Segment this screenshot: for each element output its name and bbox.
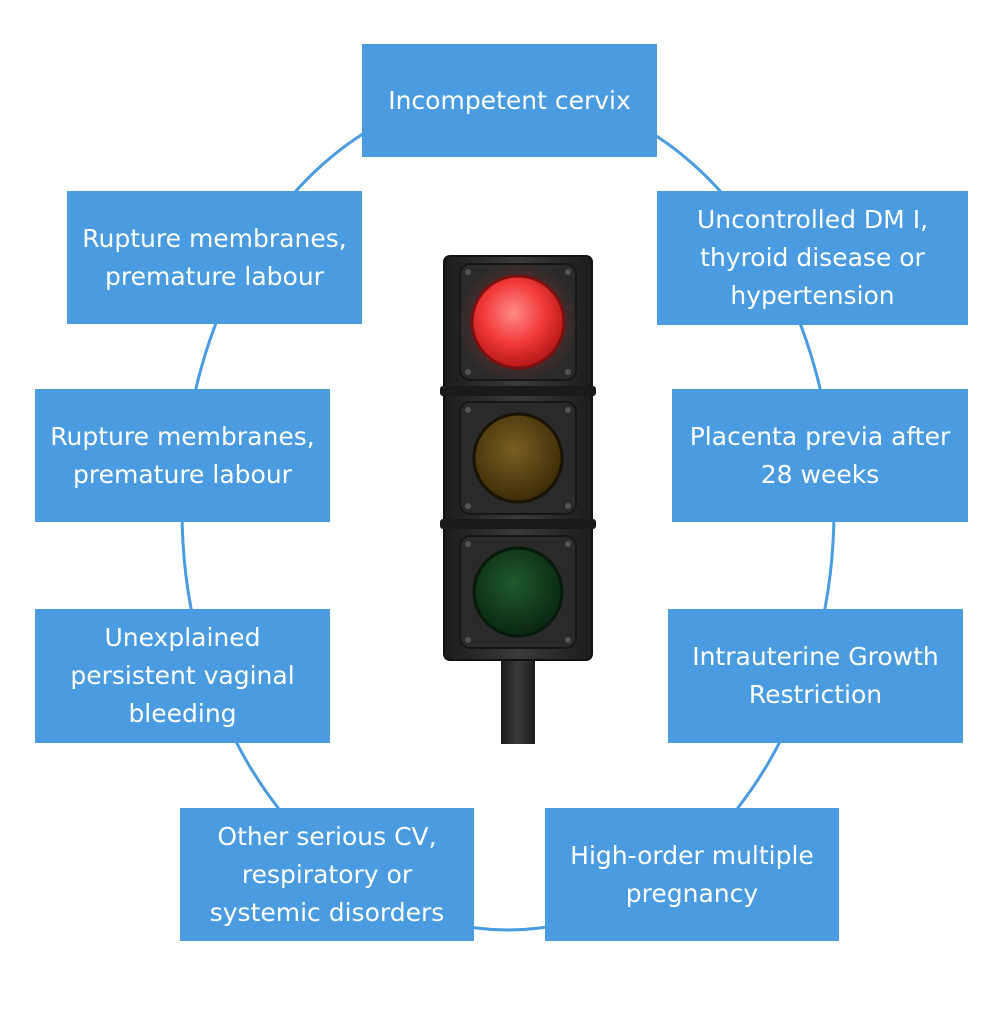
box-line: High-order multiple	[570, 840, 814, 870]
traffic-light-icon	[440, 255, 596, 744]
box-line: Intrauterine Growth	[692, 642, 939, 671]
condition-box-vaginal-bleeding: Unexplained persistent vaginal bleeding	[35, 609, 330, 743]
box-line: Other serious CV,	[217, 821, 437, 851]
box-line: pregnancy	[625, 878, 759, 908]
condition-box-rupture-membranes: Rupture membranes, premature labour	[35, 389, 330, 522]
box-line: Unexplained	[104, 623, 261, 652]
box-line: premature labour	[105, 261, 324, 291]
box-line: Rupture membranes,	[82, 223, 347, 253]
box-line: Uncontrolled DM I,	[696, 205, 929, 234]
condition-box-rupture-membranes-2: Rupture membranes, premature labour	[67, 191, 362, 324]
box-line: systemic disorders	[209, 897, 445, 927]
condition-box-multiple-pregnancy: High-order multiple pregnancy	[545, 808, 839, 941]
box-line: 28 weeks	[760, 459, 880, 489]
box-line: bleeding	[128, 699, 237, 728]
box-line: Rupture membranes,	[50, 421, 315, 451]
condition-box-placenta-previa: Placenta previa after 28 weeks	[672, 389, 968, 522]
box-line: Incompetent cervix	[388, 85, 631, 115]
condition-box-uncontrolled-dm: Uncontrolled DM I, thyroid disease or hy…	[657, 191, 968, 325]
box-line: premature labour	[73, 459, 292, 489]
condition-box-other-serious: Other serious CV, respiratory or systemi…	[180, 808, 474, 941]
box-line: thyroid disease or	[700, 243, 925, 272]
condition-box-iugr: Intrauterine Growth Restriction	[668, 609, 963, 743]
box-line: hypertension	[730, 281, 895, 310]
box-line: Restriction	[748, 680, 883, 709]
box-line: respiratory or	[241, 859, 413, 889]
box-line: persistent vaginal	[70, 661, 295, 690]
box-line: Placenta previa after	[689, 421, 951, 451]
condition-box-incompetent-cervix: Incompetent cervix	[362, 44, 657, 157]
